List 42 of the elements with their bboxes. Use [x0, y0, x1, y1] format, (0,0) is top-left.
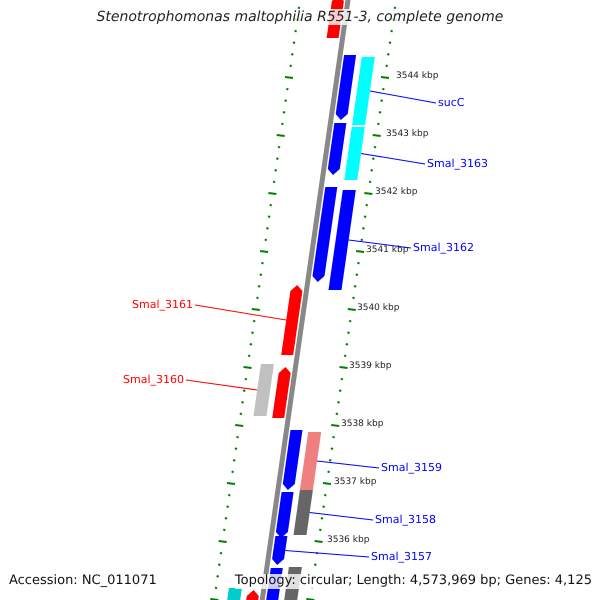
leader-line: [348, 240, 412, 248]
scale-label: 3543 kbp: [386, 129, 428, 140]
leader-line: [316, 460, 380, 468]
gene-block: [294, 490, 313, 535]
gene-block: [352, 57, 375, 125]
leader-line: [369, 90, 436, 104]
gene-block: [282, 430, 302, 490]
scale-label: 3542 kbp: [375, 187, 418, 198]
footer-text: Accession: NC_011071: [9, 574, 157, 589]
gene-block: [300, 432, 322, 490]
scale-label: 3536 kbp: [327, 535, 370, 546]
scale-label: 3540 kbp: [357, 303, 400, 314]
scale-label: 3537 kbp: [334, 477, 376, 488]
gene-block: [344, 127, 365, 180]
leader-line: [309, 512, 374, 520]
scale-label: 3544 kbp: [396, 71, 438, 82]
gene-block: [276, 492, 294, 538]
footer-text: Topology: circular; Length: 4,573,969 bp; Genes: 4,125: [234, 574, 592, 589]
gene-label: sucC: [438, 96, 464, 110]
leader-line: [284, 550, 370, 558]
scale-label: 3541 kbp: [366, 245, 408, 256]
gene-label: Smal_3161: [132, 298, 193, 312]
gene-block: [336, 55, 356, 120]
gene-block: [281, 285, 302, 355]
gene-label: Smal_3157: [371, 550, 432, 564]
gene-label: Smal_3158: [375, 514, 436, 526]
gene-label: Smal_3162: [413, 242, 474, 254]
title: Stenotrophomonas maltophilia R551-3, complete genome: [96, 9, 504, 26]
gene-label: Smal_3163: [427, 158, 488, 170]
gene-block: [328, 190, 356, 290]
gene-block: [272, 536, 288, 565]
leader-line: [360, 153, 426, 164]
gene-block: [226, 588, 242, 600]
gene-block: [254, 364, 274, 416]
gene-block: [312, 187, 338, 282]
leader-line: [194, 304, 287, 320]
gene-label: Smal_3159: [381, 462, 442, 474]
gene-label: Smal_3160: [123, 374, 184, 386]
gene-block: [328, 123, 346, 175]
scale-label: 3538 kbp: [341, 419, 384, 430]
scale-label: 3539 kbp: [349, 361, 392, 372]
gene-block: [272, 367, 291, 418]
